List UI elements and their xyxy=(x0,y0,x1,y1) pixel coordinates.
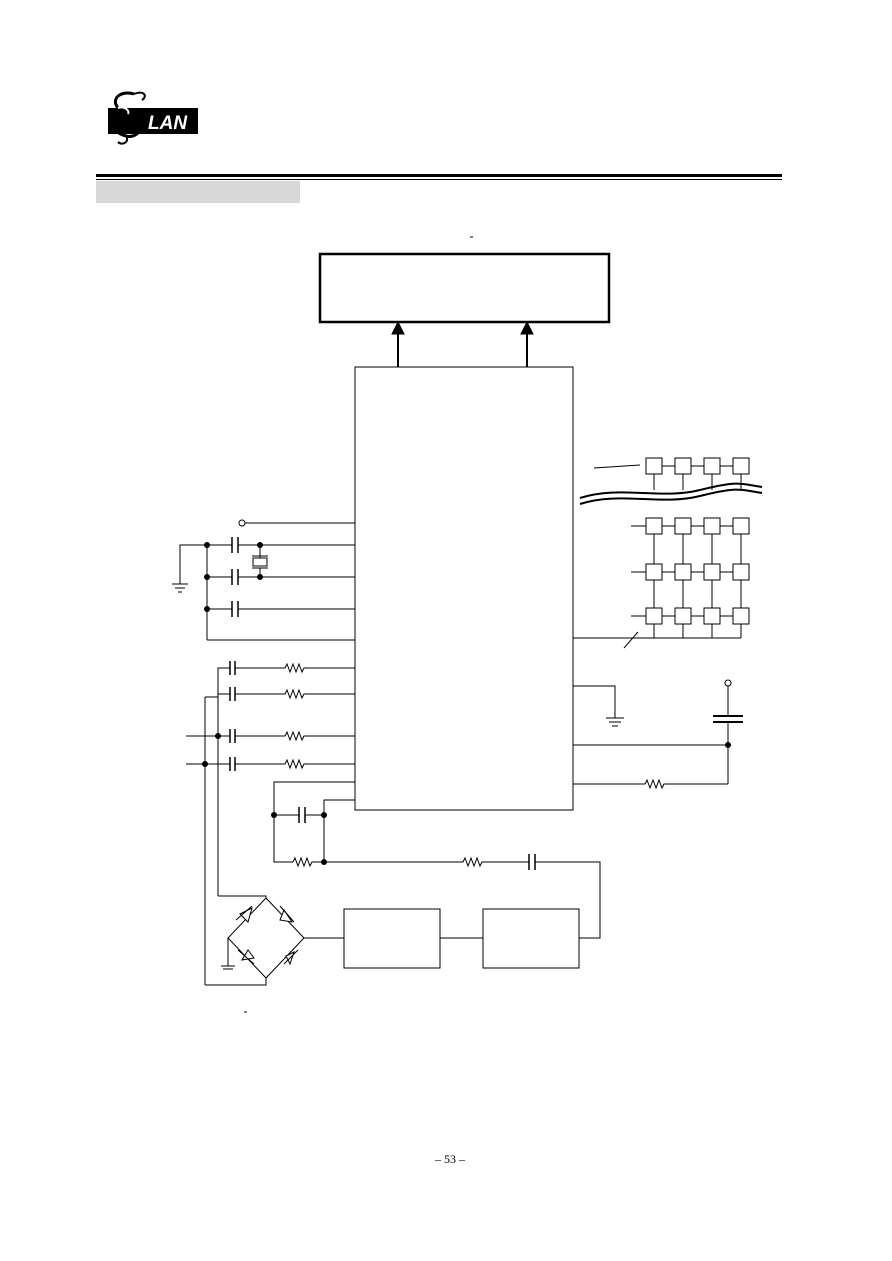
bus-slash xyxy=(623,631,639,649)
keypad-row-line-top xyxy=(593,464,641,469)
keypad-matrix xyxy=(573,457,763,649)
block-b xyxy=(482,908,580,969)
logo-text: LAN xyxy=(148,113,188,134)
main-ic-block xyxy=(354,366,574,811)
page-number-value: 53 xyxy=(444,1152,456,1166)
arrow-seg-head xyxy=(520,320,534,335)
arrow-com-head xyxy=(391,320,405,335)
elan-logo: LAN xyxy=(108,91,198,145)
rc-input-network xyxy=(186,661,355,985)
block-a xyxy=(343,908,441,969)
ic-gnd-wire xyxy=(573,685,616,718)
vdd-terminal-right xyxy=(724,679,732,687)
lcd-panel-block xyxy=(318,252,611,324)
page-number-right-mark: – xyxy=(456,1152,465,1166)
header-rule-thick xyxy=(96,174,782,177)
page-number-left-mark: – xyxy=(435,1152,444,1166)
section-tab xyxy=(96,181,300,203)
page-number: – 53 – xyxy=(420,1152,480,1167)
header-rule-thin xyxy=(96,179,782,180)
vdd-terminal-left xyxy=(238,519,246,527)
bridge-rectifier xyxy=(205,895,344,986)
